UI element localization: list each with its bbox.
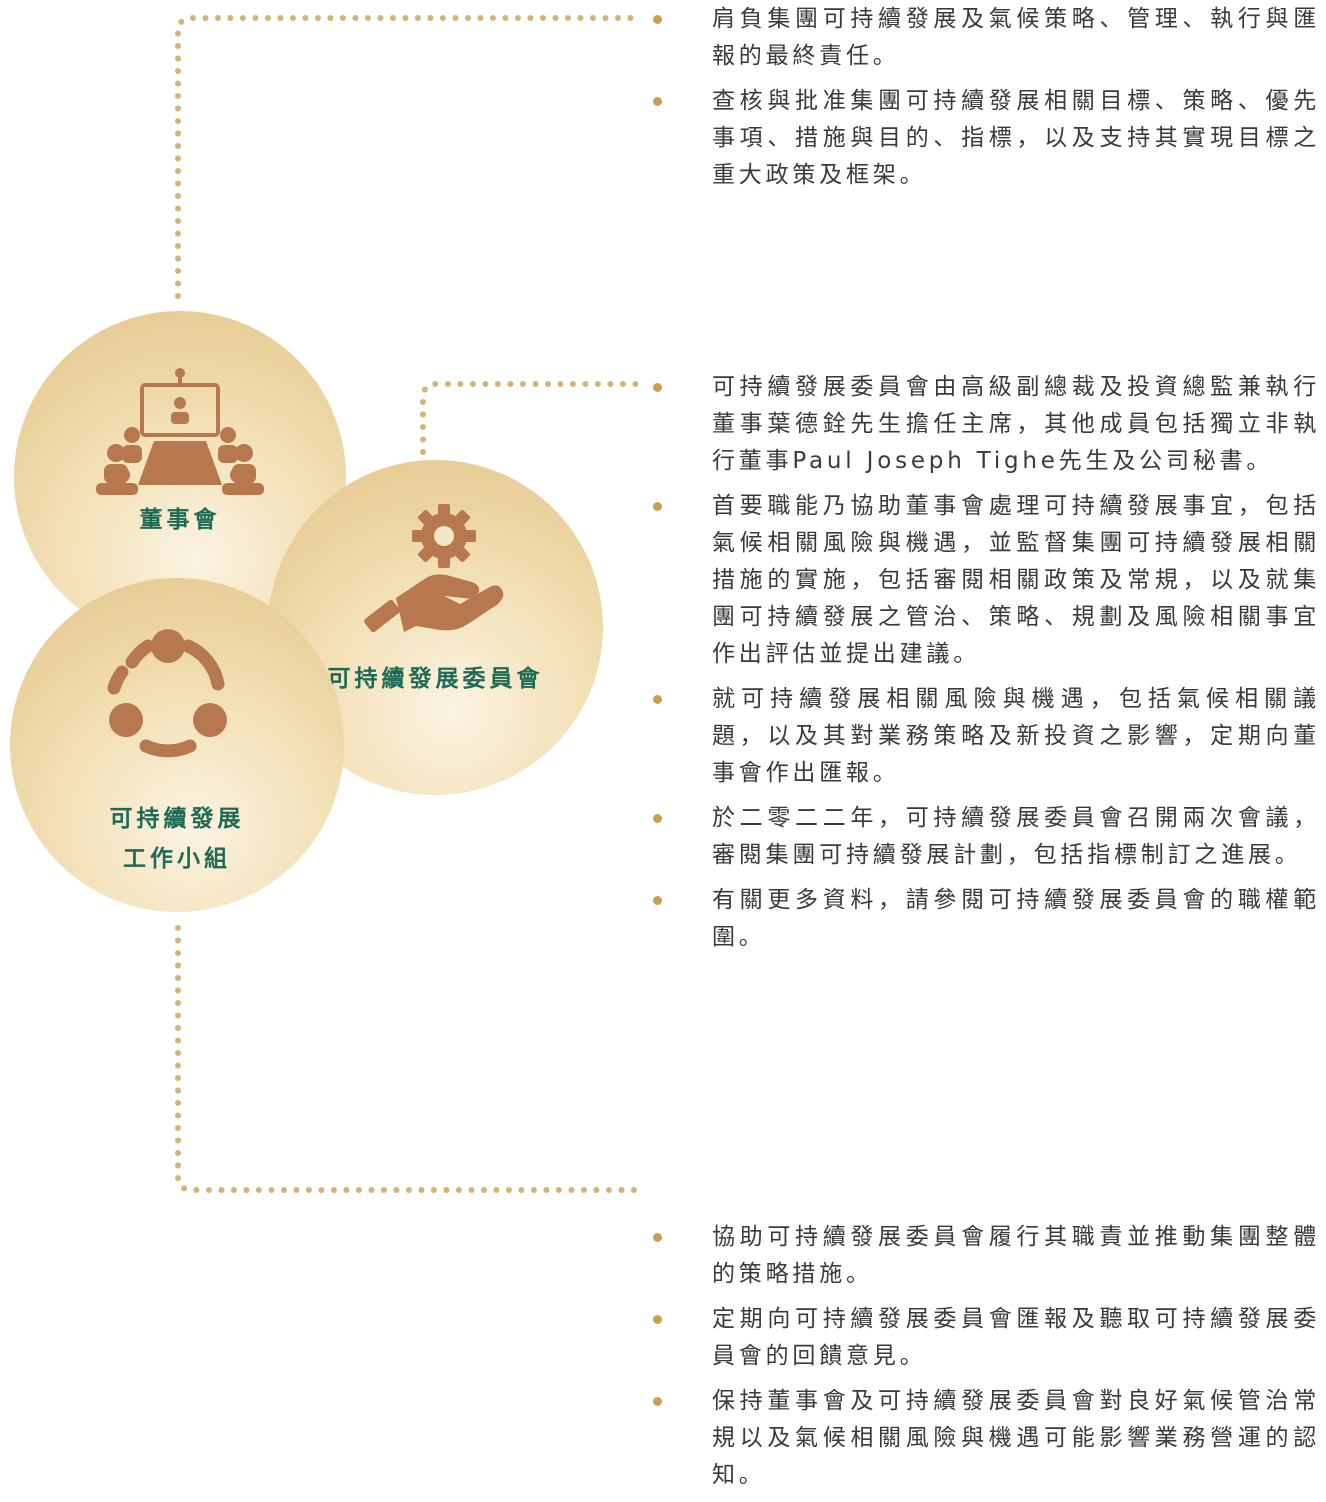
working-group-label-line1: 可持續發展 [109, 806, 245, 832]
working-group-node: 可持續發展 工作小組 [10, 578, 344, 912]
list-item: 肩負集團可持續發展及氣候策略、管理、執行與匯報的最終責任。 [650, 1, 1320, 75]
people-circle-icon [107, 629, 227, 758]
committee-connector [420, 381, 643, 455]
board-duties-list: 肩負集團可持續發展及氣候策略、管理、執行與匯報的最終責任。 查核與批准集團可持續… [650, 1, 1320, 202]
committee-label: 可持續發展委員會 [327, 666, 544, 692]
list-item: 定期向可持續發展委員會匯報及聽取可持續發展委員會的回饋意見。 [650, 1301, 1320, 1375]
list-item: 協助可持續發展委員會履行其職責並推動集團整體的策略措施。 [650, 1219, 1320, 1293]
board-connector [175, 15, 643, 299]
list-item: 保持董事會及可持續發展委員會對良好氣候管治常規以及氣候相關風險與機遇可能影響業務… [650, 1383, 1320, 1494]
list-item: 可持續發展委員會由高級副總裁及投資總監兼執行董事葉德銓先生擔任主席，其他成員包括… [650, 369, 1320, 480]
list-item: 於二零二二年，可持續發展委員會召開兩次會議，審閱集團可持續發展計劃，包括指標制訂… [650, 800, 1320, 874]
committee-duties-list: 可持續發展委員會由高級副總裁及投資總監兼執行董事葉德銓先生擔任主席，其他成員包括… [650, 369, 1320, 964]
list-item: 有關更多資料，請參閱可持續發展委員會的職權範圍。 [650, 882, 1320, 956]
group-connector [175, 925, 643, 1193]
hand-gear-icon [364, 504, 504, 633]
board-label: 董事會 [139, 507, 221, 533]
working-group-label-line2: 工作小組 [123, 846, 231, 872]
boardroom-icon [96, 368, 264, 495]
list-item: 首要職能乃協助董事會處理可持續發展事宜，包括氣候相關風險與機遇，並監督集團可持續… [650, 488, 1320, 673]
list-item: 查核與批准集團可持續發展相關目標、策略、優先事項、措施與目的、指標，以及支持其實… [650, 83, 1320, 194]
list-item: 就可持續發展相關風險與機遇，包括氣候相關議題，以及其對業務策略及新投資之影響，定… [650, 681, 1320, 792]
working-group-duties-list: 協助可持續發展委員會履行其職責並推動集團整體的策略措施。 定期向可持續發展委員會… [650, 1219, 1320, 1502]
